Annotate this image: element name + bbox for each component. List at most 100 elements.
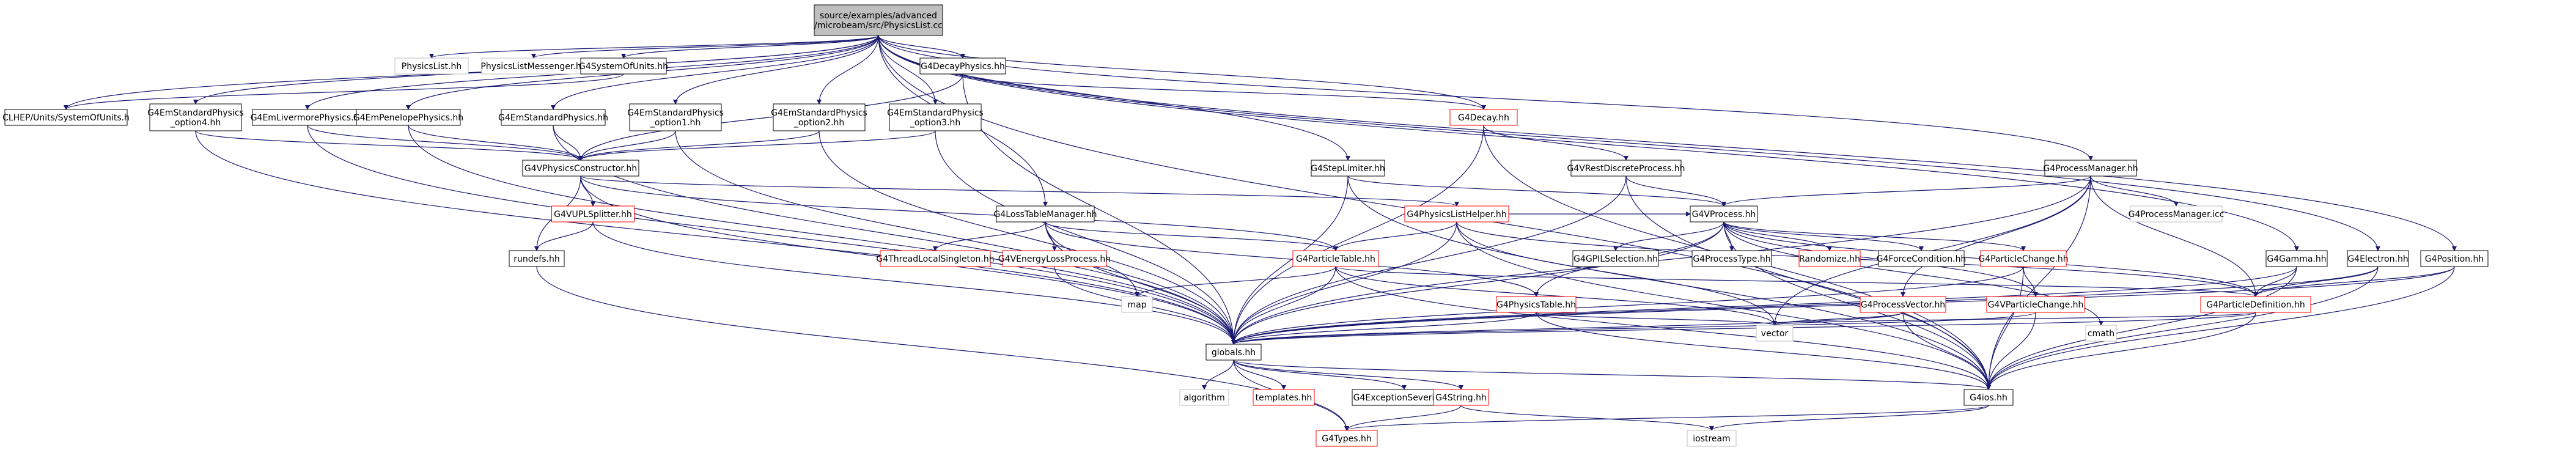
- node-label: G4DecayPhysics.hh: [921, 62, 1005, 72]
- node-g4systemofunits_hh[interactable]: G4SystemOfUnits.hh: [579, 57, 668, 75]
- node-box: [1311, 160, 1385, 177]
- include-edge-g4particletable-to-vector: [1335, 266, 1777, 326]
- node-label: G4ProcessManager.icc: [2129, 210, 2225, 219]
- node-g4vprocess[interactable]: G4VProcess.hh: [1690, 205, 1758, 223]
- node-label: rundefs.hh: [513, 254, 559, 264]
- node-g4positron[interactable]: G4Position.hh: [2420, 250, 2489, 267]
- node-globals[interactable]: globals.hh: [1205, 344, 1262, 361]
- node-g4electron[interactable]: G4Electron.hh: [2347, 250, 2409, 267]
- node-box: [2085, 325, 2117, 342]
- node-g4vuplsplitter[interactable]: G4VUPLSplitter.hh: [551, 205, 635, 223]
- node-label: G4PhysicsTable.hh: [1496, 300, 1576, 310]
- include-edge-g4vuplsplitter-to-rundefs: [534, 221, 594, 251]
- node-box: [1963, 389, 2014, 406]
- node-g4vparticlechange[interactable]: G4VParticleChange.hh: [1986, 296, 2085, 313]
- include-edge-g4vrestdiscreteprocess-to-g4vprocess: [1625, 175, 1726, 207]
- node-g4particletable[interactable]: G4ParticleTable.hh: [1292, 250, 1379, 267]
- node-label: algorithm: [1183, 393, 1225, 403]
- include-edge-g4particletable-to-globals: [1231, 266, 1336, 345]
- node-g4processmanager_hh[interactable]: G4ProcessManager.hh: [2043, 160, 2138, 177]
- node-randomize[interactable]: Randomize.hh: [1798, 250, 1861, 267]
- node-vector[interactable]: vector: [1756, 325, 1794, 342]
- node-box: [889, 103, 982, 131]
- node-g4vrestdiscreteprocess[interactable]: G4VRestDiscreteProcess.hh: [1567, 160, 1685, 177]
- include-edge-g4emlivermore-to-g4vphysicsconstructor: [307, 125, 583, 161]
- node-physicslistmessenger_hh[interactable]: PhysicsListMessenger.hh: [480, 57, 587, 75]
- node-map[interactable]: map: [1121, 296, 1153, 313]
- node-box: [1691, 250, 1772, 267]
- node-g4emstandard_opt2[interactable]: G4EmStandardPhysics_option2.hh: [771, 103, 867, 131]
- node-g4processmanager_icc[interactable]: G4ProcessManager.icc: [2129, 205, 2225, 223]
- node-g4emstandard[interactable]: G4EmStandardPhysics.hh: [498, 109, 608, 126]
- node-label: G4ParticleTable.hh: [1296, 254, 1375, 264]
- node-box: [1986, 296, 2085, 313]
- node-root[interactable]: source/examples/advanced/microbeam/src/P…: [814, 4, 943, 36]
- node-label: G4ios.hh: [1970, 393, 2007, 403]
- node-g4particledefinition[interactable]: G4ParticleDefinition.hh: [2200, 296, 2311, 313]
- include-edge-g4vrestdiscreteprocess-to-g4ios: [1625, 175, 1991, 390]
- node-g4threadlocalsingleton[interactable]: G4ThreadLocalSingleton.hh: [876, 250, 995, 267]
- node-box: [1253, 389, 1315, 406]
- node-g4decay_hh[interactable]: G4Decay.hh: [1449, 109, 1518, 126]
- include-edge-g4emlivermore-to-globals: [307, 125, 1236, 345]
- include-edge-g4physicslisthelper-to-globals: [1231, 221, 1457, 345]
- node-g4ios[interactable]: G4ios.hh: [1963, 389, 2014, 406]
- node-g4losstablemanager[interactable]: G4LossTableManager.hh: [994, 205, 1097, 223]
- dependency-edges: [64, 35, 2457, 431]
- node-box: [814, 4, 943, 36]
- node-algorithm[interactable]: algorithm: [1179, 389, 1229, 406]
- include-edge-g4losstablemanager-to-g4particletable: [1045, 221, 1338, 251]
- node-box: [501, 109, 606, 126]
- node-label: map: [1127, 300, 1146, 310]
- include-edge-globals-to-algorithm: [1202, 359, 1234, 390]
- include-edge-g4steplimiter-to-g4vprocess: [1347, 175, 1726, 207]
- node-g4processtype[interactable]: G4ProcessType.hh: [1691, 250, 1772, 267]
- node-g4emlivermore[interactable]: G4EmLivermorePhysics.hh: [251, 109, 365, 126]
- node-label: G4LossTableManager.hh: [994, 210, 1097, 219]
- include-edge-g4emstandard_opt3-to-globals: [935, 130, 1236, 345]
- include-edge-g4processvector-to-globals: [1231, 312, 1904, 345]
- node-g4types[interactable]: G4Types.hh: [1316, 430, 1378, 447]
- node-box: [149, 103, 242, 131]
- include-edge-globals-to-templates: [1233, 359, 1286, 390]
- node-g4emstandard_opt1[interactable]: G4EmStandardPhysics_option1.hh: [627, 103, 724, 131]
- include-edge-g4physicstable-to-globals: [1231, 312, 1537, 345]
- include-edge-g4processmanager_hh-to-g4processmanager_icc: [2090, 175, 2179, 207]
- node-label: _option2.hh: [793, 118, 844, 128]
- node-g4physicstable[interactable]: G4PhysicsTable.hh: [1496, 296, 1577, 313]
- node-g4venergylossprocess[interactable]: G4VEnergyLossProcess.hh: [998, 250, 1111, 267]
- node-label: G4StepLimiter.hh: [1311, 164, 1385, 174]
- node-clhep_units_hh[interactable]: CLHEP/Units/SystemOfUnits.h: [2, 109, 130, 126]
- node-g4forcecondition[interactable]: G4ForceCondition.hh: [1877, 250, 1967, 267]
- include-edge-g4ios-to-g4types: [1344, 405, 1989, 431]
- node-templates[interactable]: templates.hh: [1253, 389, 1315, 406]
- include-edge-root-to-physicslist_hh: [429, 35, 879, 59]
- node-g4steplimiter[interactable]: G4StepLimiter.hh: [1311, 160, 1385, 177]
- include-edge-g4gamma-to-g4ios: [1986, 266, 2297, 390]
- node-box: [1756, 325, 1794, 342]
- node-physicslist_hh[interactable]: PhysicsList.hh: [394, 57, 469, 75]
- node-g4emstandard_opt4[interactable]: G4EmStandardPhysics_option4.hh: [147, 103, 244, 131]
- node-g4physicslisthelper[interactable]: G4PhysicsListHelper.hh: [1404, 205, 1509, 223]
- include-edge-g4decay_hh-to-g4vrestdiscreteprocess: [1483, 125, 1628, 161]
- node-g4gplselection[interactable]: G4GPILSelection.hh: [1572, 250, 1659, 267]
- node-iostream[interactable]: iostream: [1687, 430, 1737, 447]
- node-cmath[interactable]: cmath: [2085, 325, 2117, 342]
- node-label: iostream: [1693, 434, 1731, 444]
- node-g4exceptionseverity[interactable]: G4ExceptionSeverity.hh: [1352, 389, 1457, 406]
- node-rundefs[interactable]: rundefs.hh: [509, 250, 565, 267]
- node-box: [773, 103, 866, 131]
- node-g4empenelope[interactable]: G4EmPenelopePhysics.hh: [353, 109, 463, 126]
- node-g4emstandard_opt3[interactable]: G4EmStandardPhysics_option3.hh: [887, 103, 984, 131]
- include-edge-g4losstablemanager-to-globals: [1045, 221, 1236, 345]
- include-edge-g4particletable-to-g4particledefinition: [1335, 266, 2258, 297]
- include-edge-globals-to-g4ios: [1233, 359, 1991, 390]
- node-g4decayphysics_hh[interactable]: G4DecayPhysics.hh: [919, 57, 1006, 75]
- node-g4processvector[interactable]: G4ProcessVector.hh: [1860, 296, 1946, 313]
- node-label: G4String.hh: [1435, 393, 1487, 403]
- node-g4vphysicsconstructor[interactable]: G4VPhysicsConstructor.hh: [522, 160, 639, 177]
- node-g4particlechange[interactable]: G4ParticleChange.hh: [1978, 250, 2069, 267]
- node-label: _option4.hh: [170, 118, 221, 128]
- node-g4gamma[interactable]: G4Gamma.hh: [2265, 250, 2328, 267]
- node-g4string[interactable]: G4String.hh: [1433, 389, 1489, 406]
